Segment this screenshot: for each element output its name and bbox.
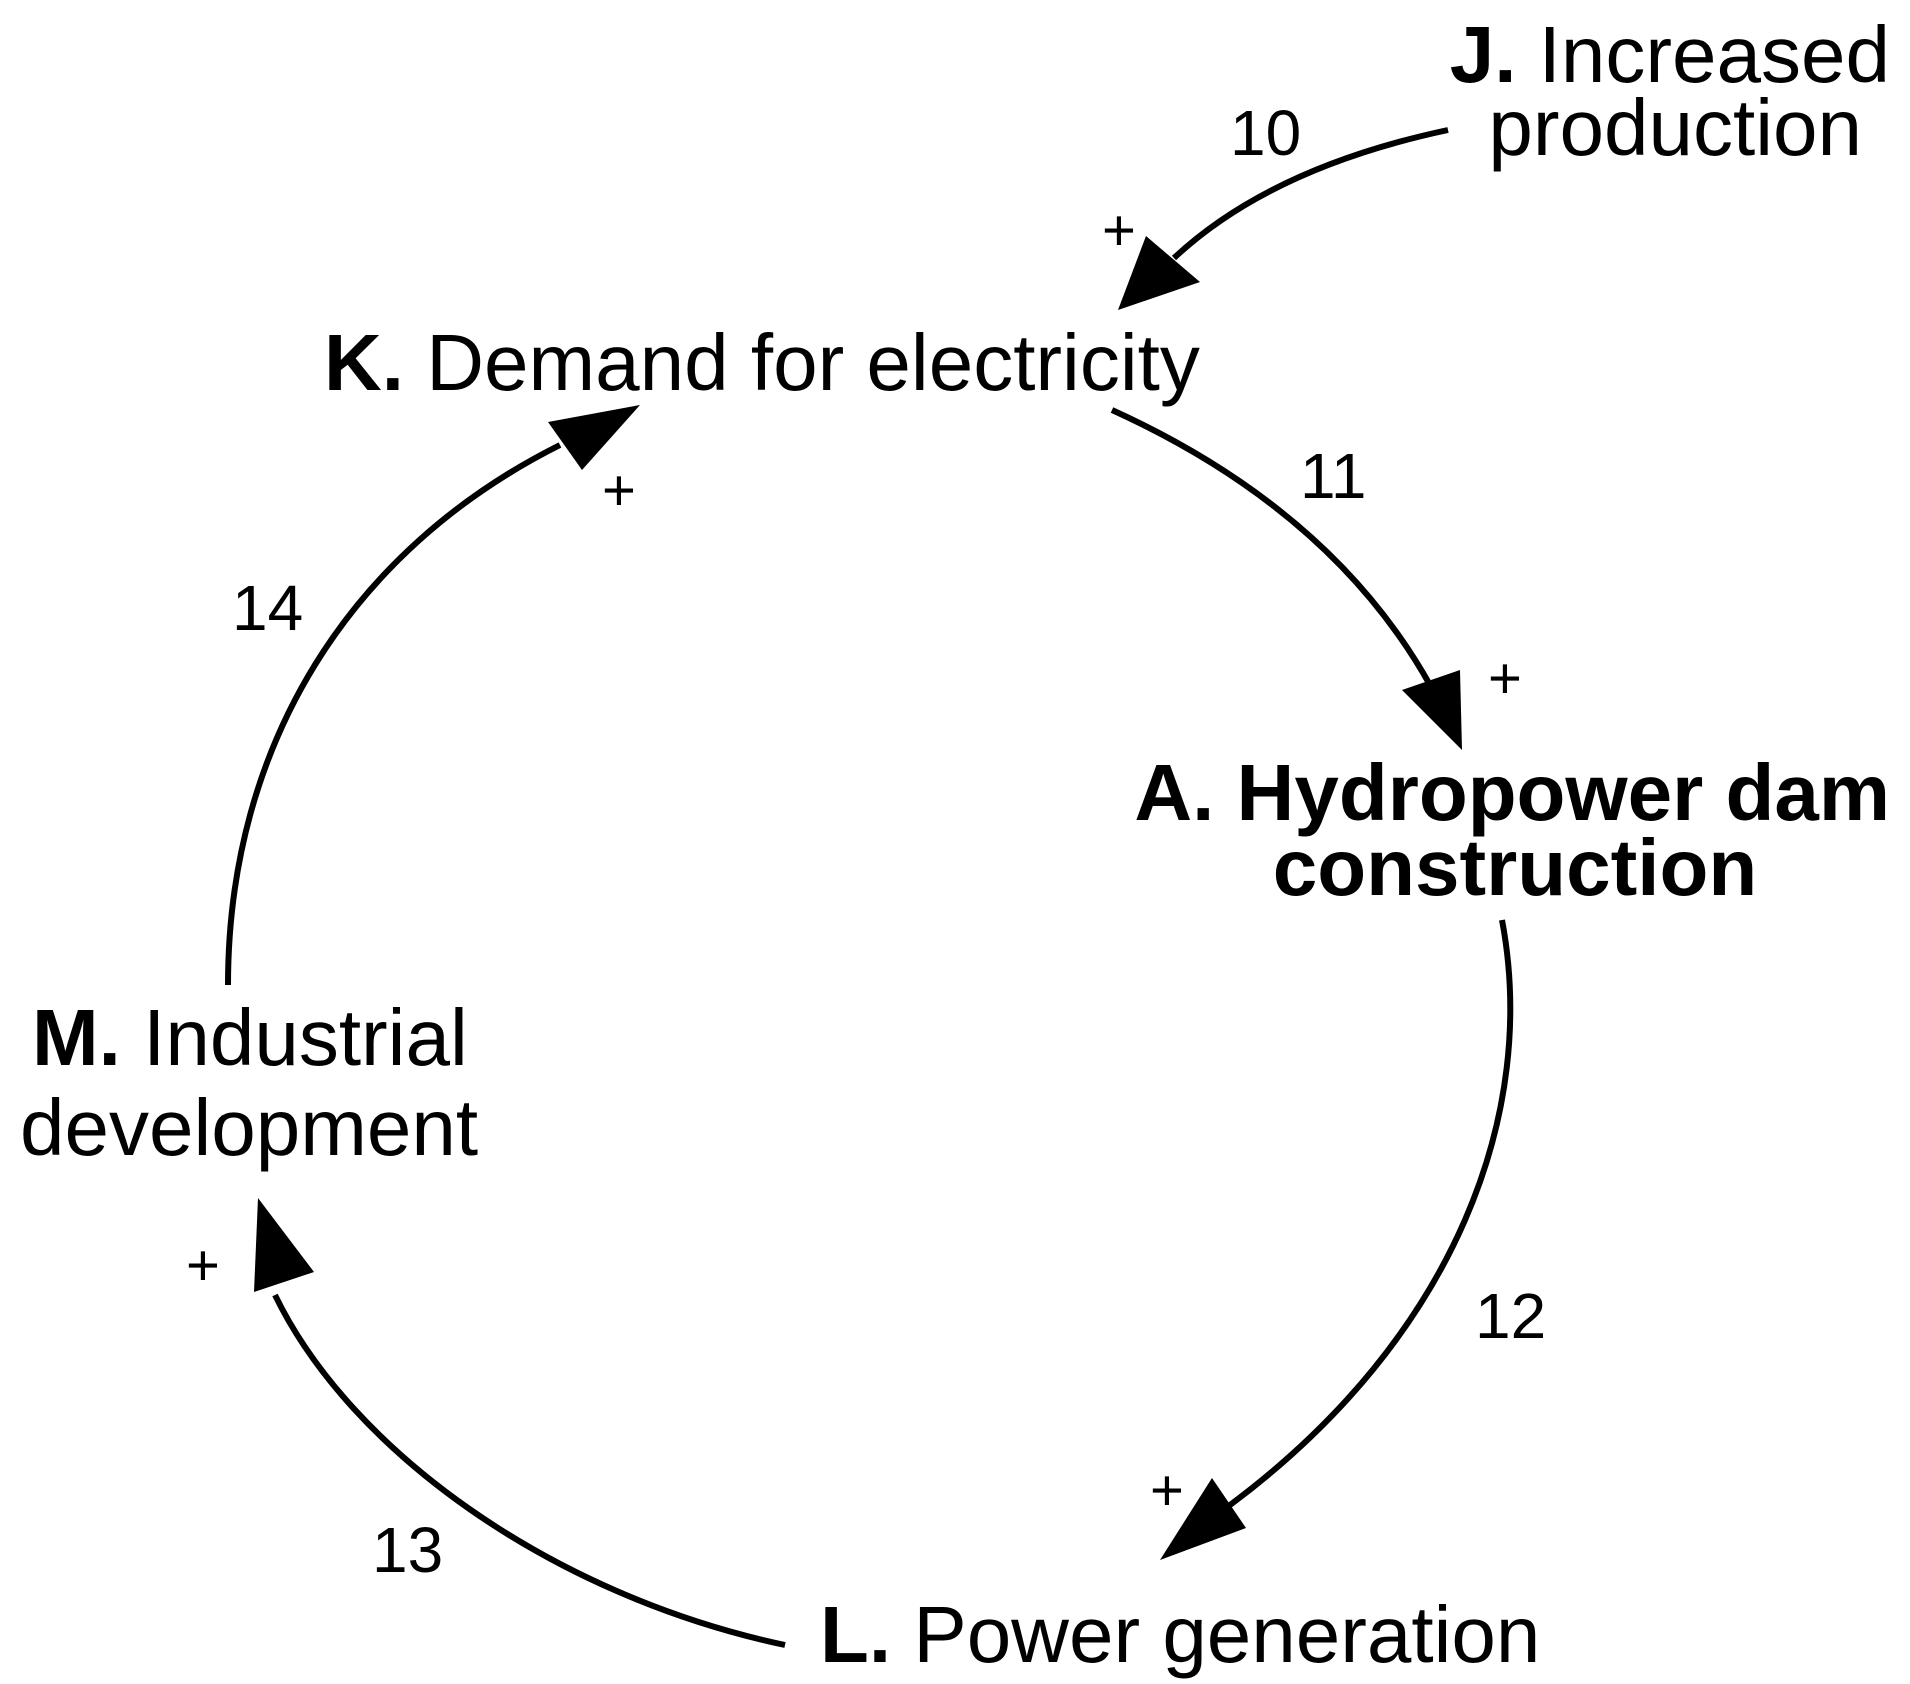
link-a-to-l: 12 + (1150, 919, 1546, 1560)
link-a-to-l-arrowhead (1160, 1478, 1246, 1560)
link-l-to-m-arrowhead (254, 1198, 314, 1292)
node-m-label-line2: development (20, 1083, 478, 1172)
link-a-to-l-number: 12 (1475, 1280, 1546, 1352)
node-j-line2: production (1488, 83, 1862, 172)
node-j-increased-production: J. Increased production (1450, 10, 1890, 172)
link-a-to-l-polarity: + (1150, 1458, 1184, 1523)
link-l-to-m: 13 + (186, 1198, 786, 1648)
link-l-to-m-number: 13 (372, 1514, 443, 1586)
node-l-label-text: Power generation (913, 1590, 1540, 1679)
node-j-line1: J. Increased (1450, 10, 1890, 99)
link-a-to-l-line (1228, 919, 1514, 1508)
node-k-letter: K. (324, 318, 404, 407)
link-m-to-k-number: 14 (232, 572, 303, 644)
link-m-to-k-polarity: + (602, 458, 636, 523)
link-j-to-k-number: 10 (1230, 97, 1301, 169)
node-m-line2: development (20, 1083, 478, 1172)
node-j-label-line1: Increased (1539, 10, 1890, 99)
link-k-to-a-line (1110, 407, 1433, 687)
node-k-label: K. Demand for electricity (324, 318, 1200, 407)
node-a-hydropower-dam-construction: A. Hydropower dam construction (1134, 748, 1890, 912)
link-l-to-m-polarity: + (186, 1233, 220, 1298)
link-j-to-k-line (1171, 127, 1449, 261)
node-l-power-generation: L. Power generation (820, 1590, 1540, 1679)
link-k-to-a: 11 + (1110, 407, 1522, 750)
node-a-line2: construction (1273, 823, 1757, 912)
link-j-to-k-polarity: + (1102, 198, 1136, 263)
link-m-to-k-arrowhead (548, 405, 640, 470)
link-m-to-k: 14 + (225, 405, 640, 986)
link-j-to-k-arrowhead (1118, 236, 1200, 310)
link-m-to-k-line (225, 442, 562, 986)
node-m-industrial-development: M. Industrial development (20, 993, 478, 1172)
link-j-to-k: 10 + (1102, 97, 1449, 310)
node-m-label-line1: Industrial (143, 993, 468, 1082)
link-k-to-a-arrowhead (1402, 670, 1462, 750)
node-j-letter: J. (1450, 10, 1517, 99)
link-k-to-a-number: 11 (1300, 440, 1366, 512)
node-k-demand-for-electricity: K. Demand for electricity (324, 318, 1200, 407)
node-a-line1: A. Hydropower dam (1134, 748, 1890, 837)
node-k-label-text: Demand for electricity (426, 318, 1200, 407)
node-l-letter: L. (820, 1590, 891, 1679)
node-j-label-line2: production (1488, 83, 1862, 172)
node-m-letter: M. (32, 993, 121, 1082)
node-m-line1: M. Industrial (32, 993, 468, 1082)
node-l-label: L. Power generation (820, 1590, 1540, 1679)
link-l-to-m-line (272, 1293, 786, 1648)
link-k-to-a-polarity: + (1488, 646, 1522, 711)
